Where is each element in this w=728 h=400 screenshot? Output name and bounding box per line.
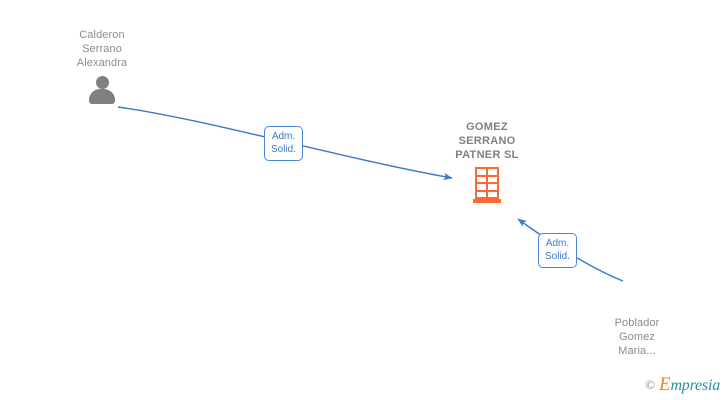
node-company-gomez-serrano-patner-sl[interactable]: GOMEZ SERRANO PATNER SL (427, 120, 547, 203)
edge-poblador-to-gomez[interactable] (517, 218, 624, 282)
node-person-calderon-serrano-alexandra[interactable]: Calderon Serrano Alexandra (42, 28, 162, 104)
node-label-gomez-serrano-patner-sl: GOMEZ SERRANO PATNER SL (455, 121, 519, 161)
building-icon (473, 167, 501, 203)
edge-label-calderon-to-gomez[interactable]: Adm. Solid. (264, 126, 304, 161)
empresia-watermark: © Empresia (645, 374, 720, 396)
edge-label-poblador-to-gomez[interactable]: Adm. Solid. (538, 233, 578, 268)
person-icon (622, 282, 652, 310)
person-icon (87, 76, 117, 104)
node-label-poblador-gomez-maria: Poblador Gomez Maria... (614, 317, 660, 357)
brand-initial: E (659, 374, 671, 395)
brand-rest: mpresia (670, 377, 720, 394)
copyright-icon: © (645, 377, 656, 392)
brand-wordmark: Empresia (659, 374, 720, 396)
node-label-calderon-serrano-alexandra: Calderon Serrano Alexandra (76, 29, 128, 69)
node-person-poblador-gomez-maria[interactable]: Poblador Gomez Maria... (577, 282, 697, 358)
